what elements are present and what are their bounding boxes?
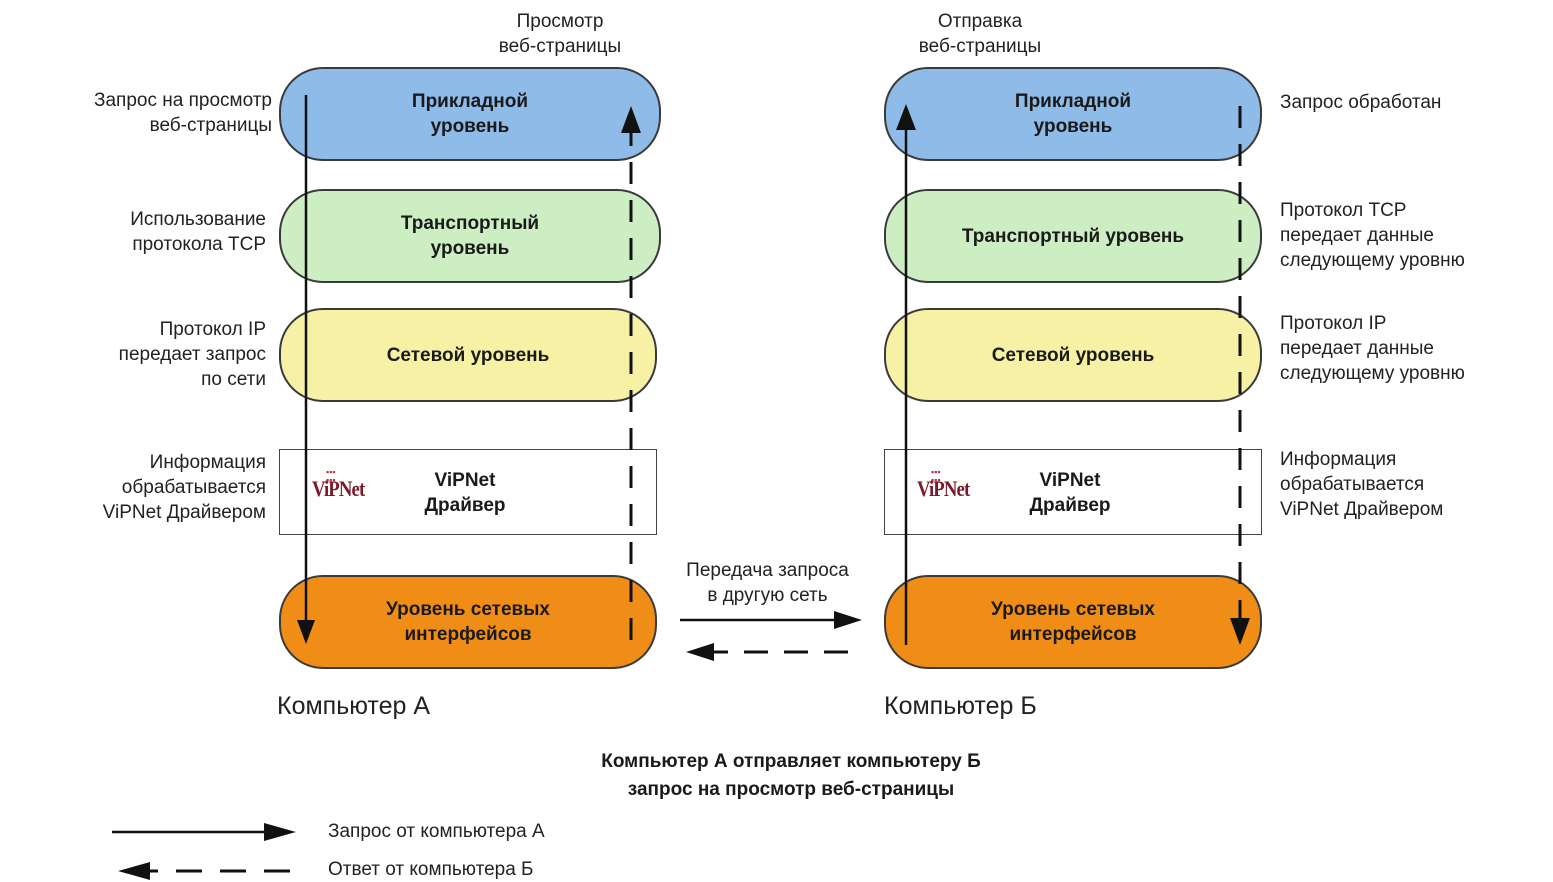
left-top-label: Просмотр веб-страницы <box>498 11 622 57</box>
legend-solid-arrow-icon <box>112 823 296 841</box>
right-transport-layer: Транспортный уровень <box>884 189 1262 283</box>
right-side-label-network: Протокол IP передает данные следующему у… <box>1280 313 1465 384</box>
left-side-label-driver: Информация обрабатывается ViPNet Драйвер… <box>102 452 266 523</box>
legend-request-label: Запрос от компьютера А <box>328 821 545 842</box>
legend-dashed-arrow-icon <box>118 862 290 880</box>
legend-response-label: Ответ от компьютера Б <box>328 859 534 880</box>
left-application-layer: Прикладной уровень <box>279 67 661 161</box>
left-computer-label: Компьютер А <box>277 692 431 720</box>
left-network-layer: Сетевой уровень <box>279 308 657 402</box>
right-side-label-application: Запрос обработан <box>1280 92 1442 113</box>
middle-transfer-label: Передача запроса в другую сеть <box>686 560 849 606</box>
left-side-label-application: Запрос на просмотр веб-страницы <box>94 90 272 136</box>
right-top-label: Отправка веб-страницы <box>918 11 1042 57</box>
vipnet-logo-text: ViPNet <box>312 476 365 501</box>
diagram-caption: Компьютер А отправляет компьютеру Б запр… <box>601 751 981 800</box>
right-driver-label: ViPNet Драйвер <box>1029 470 1111 516</box>
left-side-label-transport: Использование протокола TCP <box>130 209 266 255</box>
right-request-up-arrow <box>896 104 916 645</box>
left-vipnet-driver-box: ▪▪▪▪▪▪ ViPNet ViPNet Драйвер <box>279 449 657 535</box>
left-driver-label: ViPNet Драйвер <box>424 470 506 516</box>
right-side-label-driver: Информация обрабатывается ViPNet Драйвер… <box>1280 449 1444 520</box>
left-side-label-network: Протокол IP передает запрос по сети <box>118 319 266 390</box>
right-response-down-arrow <box>1230 106 1250 645</box>
left-transport-layer: Транспортный уровень <box>279 189 661 283</box>
left-request-down-arrow <box>297 95 315 644</box>
right-interface-layer: Уровень сетевых интерфейсов <box>884 575 1262 669</box>
network-response-left-arrow <box>686 643 848 661</box>
right-network-layer: Сетевой уровень <box>884 308 1262 402</box>
vipnet-logo-icon: ▪▪▪▪▪▪ ViPNet <box>917 467 970 502</box>
vipnet-logo-icon: ▪▪▪▪▪▪ ViPNet <box>312 467 365 502</box>
right-side-label-transport: Протокол TCP передает данные следующему … <box>1280 200 1465 271</box>
left-interface-layer: Уровень сетевых интерфейсов <box>279 575 657 669</box>
right-application-layer: Прикладной уровень <box>884 67 1262 161</box>
right-vipnet-driver-box: ▪▪▪▪▪▪ ViPNet ViPNet Драйвер <box>884 449 1262 535</box>
left-response-up-arrow <box>621 106 641 640</box>
network-request-right-arrow <box>680 611 862 629</box>
right-computer-label: Компьютер Б <box>884 692 1037 720</box>
vipnet-logo-text: ViPNet <box>917 476 970 501</box>
